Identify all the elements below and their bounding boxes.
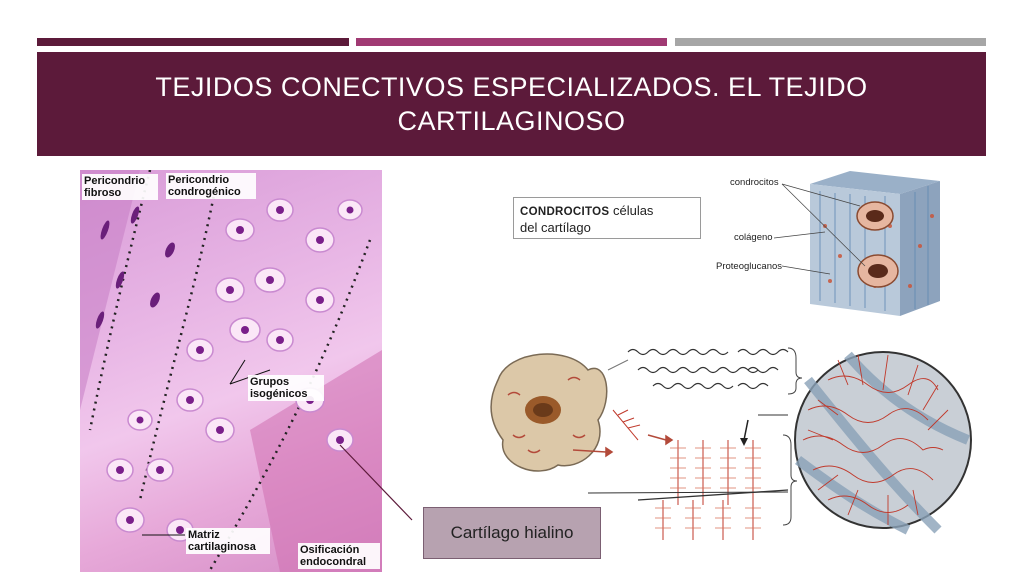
label-matriz-cartilaginosa: Matriz cartilaginosa xyxy=(186,528,270,554)
histology-micrograph: Pericondrio fibroso Pericondrio condrogé… xyxy=(80,170,382,572)
cube-illustration xyxy=(773,171,940,316)
condrocitos-definition: CONDROCITOS células del cartílago xyxy=(513,197,701,239)
header-bar-dark xyxy=(37,38,349,46)
condrocitos-def-1: células xyxy=(612,203,654,218)
cube-label-condrocitos: condrocitos xyxy=(730,177,779,188)
label-pericondrio-fibroso: Pericondrio fibroso xyxy=(82,174,158,200)
header-bar-gray xyxy=(675,38,986,46)
slide-title: TEJIDOS CONECTIVOS ESPECIALIZADOS. EL TE… xyxy=(155,72,868,136)
title-band: TEJIDOS CONECTIVOS ESPECIALIZADOS. EL TE… xyxy=(37,52,986,156)
micrograph-illustration xyxy=(80,170,382,572)
condrocitos-term: CONDROCITOS xyxy=(520,206,610,218)
header-bar-magenta xyxy=(356,38,667,46)
pointer-line xyxy=(339,444,413,521)
proteoglycan-diagram xyxy=(488,340,978,565)
label-pericondrio-condrogenico: Pericondrio condrogénico xyxy=(166,173,256,199)
cube-label-colageno: colágeno xyxy=(734,232,773,243)
cartilage-cube-diagram: condrocitos colágeno Proteoglucanos xyxy=(700,166,950,326)
condrocitos-def-2: del cartílago xyxy=(520,220,591,235)
cartilago-hialino-label: Cartílago hialino xyxy=(423,507,601,559)
label-grupos-isogenicos: Grupos isogénicos xyxy=(248,375,324,401)
cube-label-proteoglucanos: Proteoglucanos xyxy=(716,261,783,272)
proteoglycan-illustration xyxy=(490,347,972,540)
label-osificacion-endocondral: Osificación endocondral xyxy=(298,543,380,569)
